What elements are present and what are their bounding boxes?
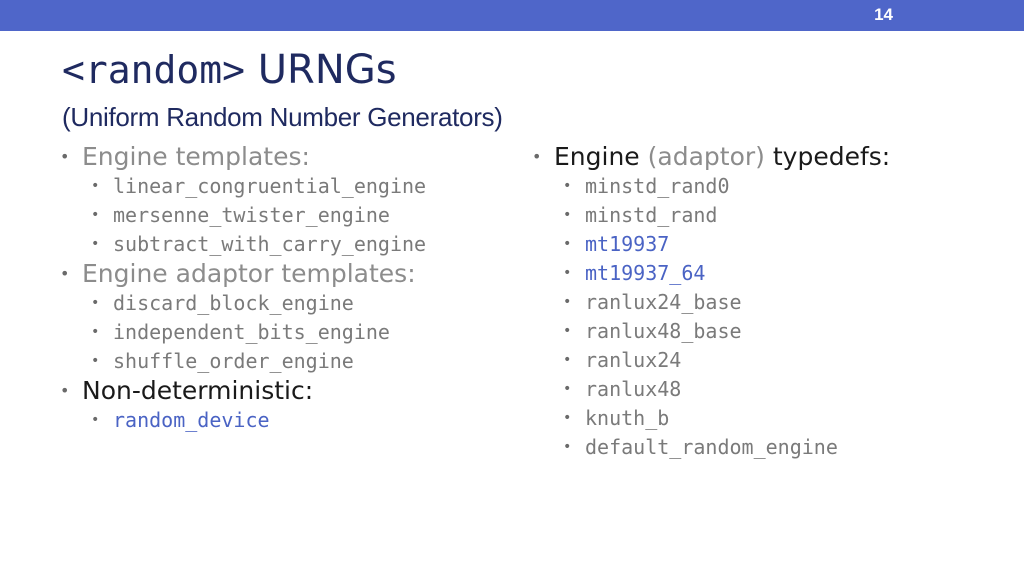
bullet-icon: • [563, 178, 572, 194]
bullet-icon: • [563, 381, 572, 397]
bullet-icon: • [563, 410, 572, 426]
list-item: •knuth_b [530, 404, 970, 433]
list-item: •minstd_rand0 [530, 172, 970, 201]
list-item: •subtract_with_carry_engine [58, 230, 498, 259]
bullet-icon: • [563, 294, 572, 310]
list-item: •ranlux24 [530, 346, 970, 375]
list-item: •discard_block_engine [58, 289, 498, 318]
adaptor-templates-heading: •Engine adaptor templates: [60, 259, 416, 288]
header-bar: 14 [0, 0, 1024, 31]
bullet-icon: • [60, 381, 70, 400]
list-item: •mt19937_64 [530, 259, 970, 288]
non-deterministic-heading: •Non-deterministic: [60, 376, 314, 405]
title-code: <random> [62, 48, 246, 92]
list-item: •default_random_engine [530, 433, 970, 462]
bullet-icon: • [563, 439, 572, 455]
bullet-icon: • [91, 412, 100, 428]
bullet-icon: • [91, 353, 100, 369]
bullet-icon: • [60, 147, 70, 166]
slide-title: <random> URNGs [62, 42, 397, 98]
bullet-icon: • [563, 236, 572, 252]
list-item: •mersenne_twister_engine [58, 201, 498, 230]
list-item: •minstd_rand [530, 201, 970, 230]
bullet-icon: • [91, 324, 100, 340]
typedefs-heading: •Engine (adaptor) typedefs: [532, 142, 891, 171]
left-column: •Engine templates: •linear_congruential_… [58, 142, 498, 435]
list-item: •independent_bits_engine [58, 318, 498, 347]
list-item: •linear_congruential_engine [58, 172, 498, 201]
bullet-icon: • [563, 265, 572, 281]
list-item: •shuffle_order_engine [58, 347, 498, 376]
list-item: •ranlux48 [530, 375, 970, 404]
bullet-icon: • [532, 147, 542, 166]
bullet-icon: • [91, 207, 100, 223]
slide-subtitle: (Uniform Random Number Generators) [62, 102, 503, 132]
bullet-icon: • [563, 352, 572, 368]
list-item: •mt19937 [530, 230, 970, 259]
bullet-icon: • [91, 236, 100, 252]
bullet-icon: • [563, 207, 572, 223]
slide-number: 14 [874, 5, 893, 24]
right-column: •Engine (adaptor) typedefs: •minstd_rand… [530, 142, 970, 462]
list-item: •ranlux48_base [530, 317, 970, 346]
bullet-icon: • [60, 264, 70, 283]
bullet-icon: • [563, 323, 572, 339]
title-text: URNGs [245, 47, 397, 93]
list-item: •ranlux24_base [530, 288, 970, 317]
engine-templates-heading: •Engine templates: [60, 142, 310, 171]
bullet-icon: • [91, 178, 100, 194]
list-item: •random_device [58, 406, 498, 435]
bullet-icon: • [91, 295, 100, 311]
